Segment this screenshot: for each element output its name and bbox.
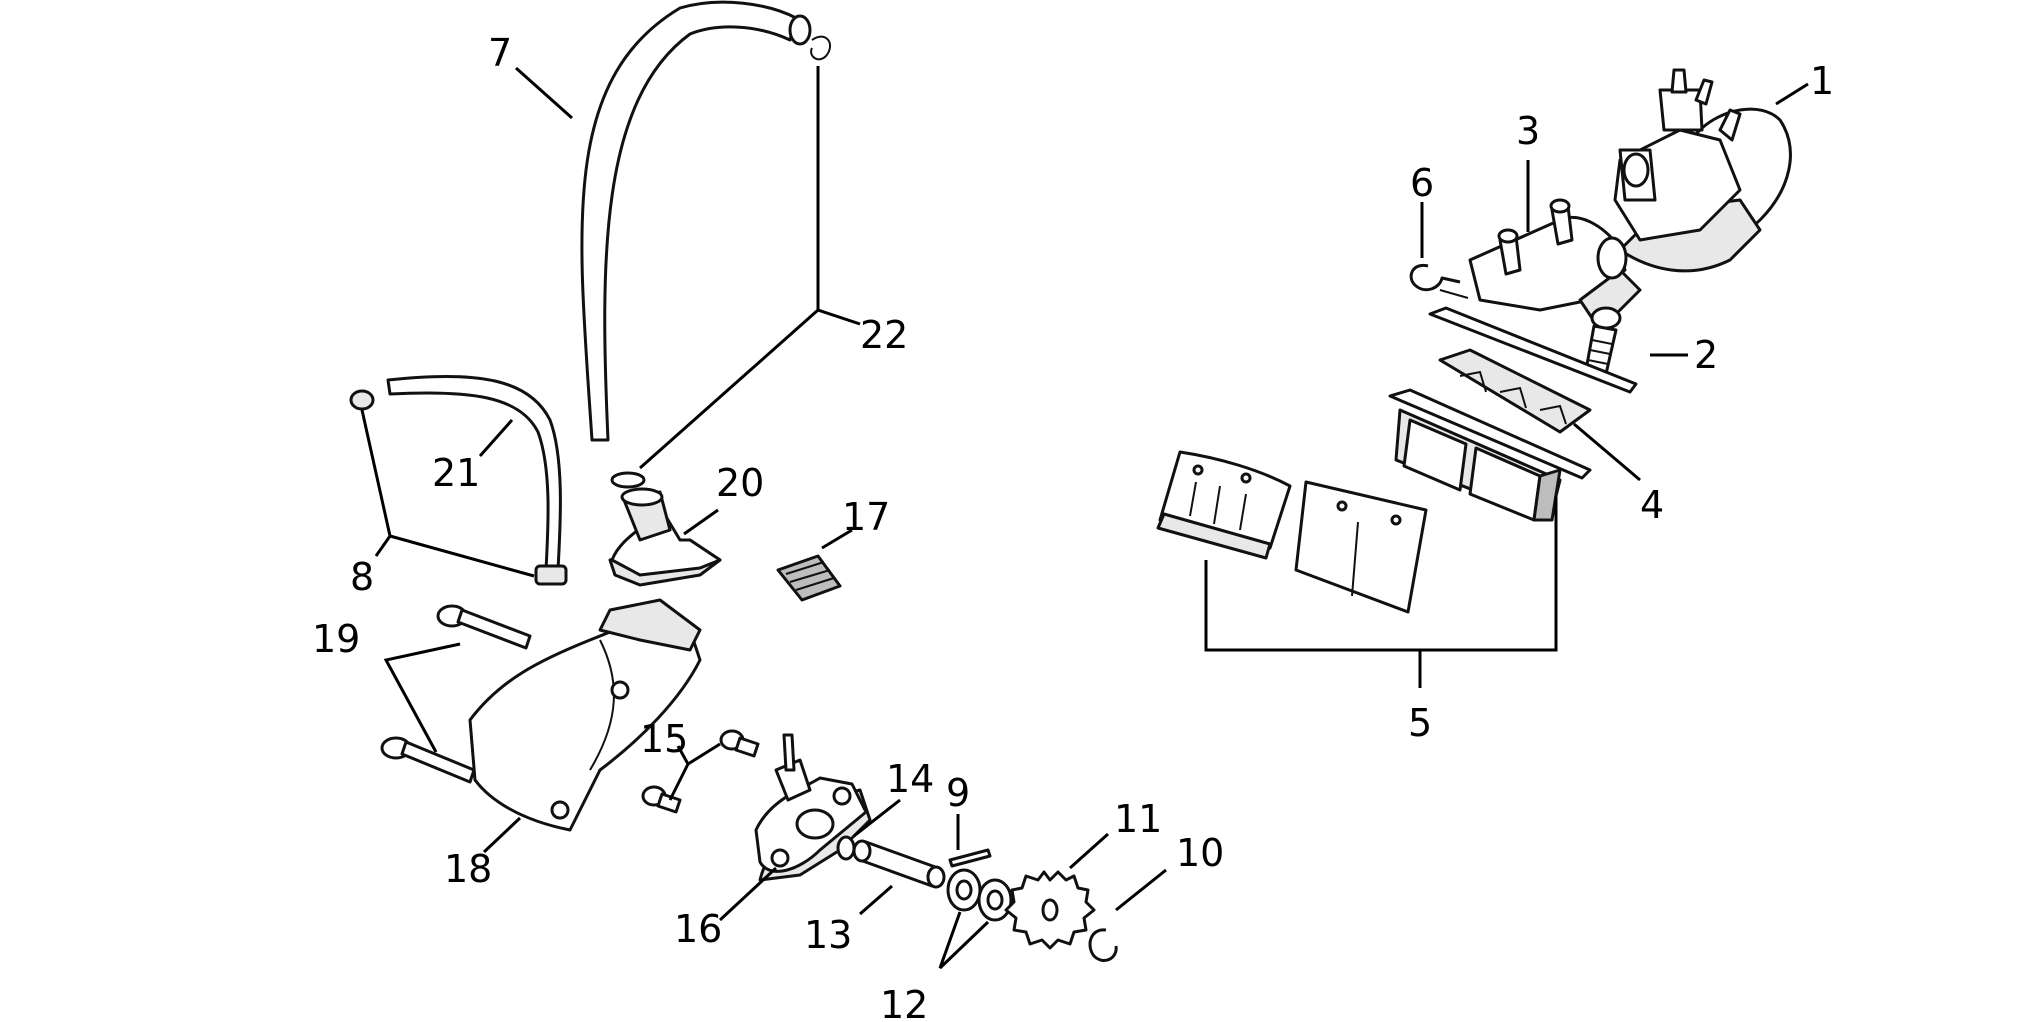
leader-19 [383,642,461,753]
callout-4: 4 [1640,483,1664,527]
washer-a-part [946,868,982,912]
callout-11: 11 [1114,797,1162,841]
bolt-long-upper-part [436,604,532,650]
o-ring-part [836,835,856,861]
leader-22 [639,66,861,470]
leader-13 [859,884,893,916]
leader-10 [1115,868,1167,912]
shaft-part [852,839,946,889]
leader-14 [853,798,901,838]
hose-long-part [580,0,812,442]
leader-21 [478,419,514,457]
reed-petal-part [1294,480,1428,614]
callout-14: 14 [886,757,934,801]
screw-lower-part [641,785,682,814]
callout-16: 16 [674,907,722,951]
rubber-boot-part [608,487,722,587]
leader-17 [821,528,853,550]
sprocket-part [1004,870,1096,950]
ring-clamp-part [610,471,646,489]
callout-9: 9 [946,771,970,815]
callout-18: 18 [444,847,492,891]
gasket-upper-part [1428,306,1638,394]
callout-21: 21 [432,451,480,495]
leader-7 [515,66,573,120]
callout-8: 8 [350,555,374,599]
bolt-long-lower-part [380,736,476,784]
callout-labels: 1 2 3 4 5 6 7 8 9 10 11 12 13 14 15 16 1… [312,31,1834,1022]
callout-1: 1 [1810,59,1834,103]
callout-2: 2 [1694,333,1718,377]
washer-b-part [977,878,1013,922]
pin-part [948,848,992,868]
callout-17: 17 [842,495,890,539]
callout-22: 22 [860,313,908,357]
hose-clip-top-part [349,389,375,411]
clip-small-part [1409,263,1469,299]
callout-7: 7 [488,31,512,75]
callout-6: 6 [1410,161,1434,205]
callout-12: 12 [880,983,928,1022]
leader-5 [1204,496,1558,688]
callout-5: 5 [1408,701,1432,745]
leader-20 [683,508,719,536]
filter-element-part [776,554,842,602]
leader-4 [1573,422,1641,482]
leader-18 [482,816,522,854]
bolt-short-part [1584,306,1622,376]
reed-spacer-part [1438,348,1592,434]
callout-15: 15 [640,717,688,761]
hose-clip-bottom-part [534,564,568,586]
pump-body-part [754,733,872,882]
housing-cover-part [468,598,702,832]
leader-11 [1068,832,1110,870]
callout-10: 10 [1176,831,1224,875]
leader-16 [718,866,778,922]
callout-13: 13 [804,913,852,957]
leader-1 [1775,82,1809,106]
callout-3: 3 [1516,109,1540,153]
leader-12 [938,911,990,970]
screw-upper-part [719,729,760,758]
circlip-part [1088,928,1118,962]
callout-19: 19 [312,617,360,661]
carburetor-part [1613,68,1792,273]
reed-block-part [1388,388,1592,522]
callout-20: 20 [716,461,764,505]
leader-15 [668,742,721,801]
leader-lines [360,66,1809,970]
hose-clip-q-part [810,35,831,61]
leader-8 [360,409,535,578]
reed-plate-large-part [1156,450,1292,560]
